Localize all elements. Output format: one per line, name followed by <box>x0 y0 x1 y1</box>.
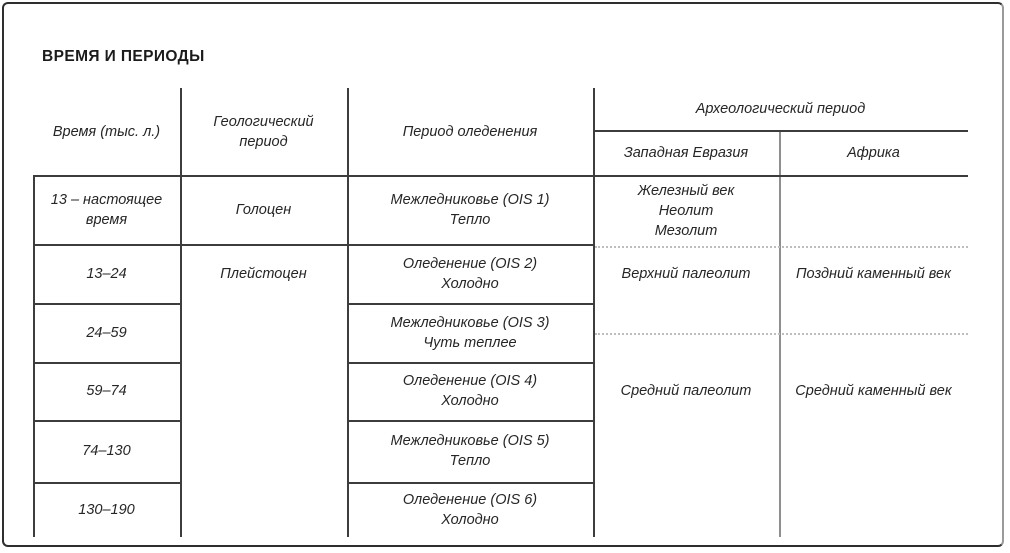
geological-cell-holocene: Голоцен <box>180 175 347 244</box>
time-value: 130–190 <box>78 501 135 518</box>
col-header-archaeological: Археологический период <box>593 88 968 130</box>
time-cell-row3: 24–59 <box>33 303 180 362</box>
time-cell-row5: 74–130 <box>33 420 180 482</box>
time-value: 13–24 <box>86 265 127 282</box>
row-rule-2-time <box>33 303 180 305</box>
arch-africa-middle-stone-age: Средний каменный век <box>795 383 952 399</box>
glaciation-phase: Оледенение (OIS 6) <box>402 491 538 508</box>
arch-subheader-rule <box>593 130 968 132</box>
glaciation-phase: Межледниковье (OIS 1) <box>390 191 550 208</box>
time-cell-row6: 130–190 <box>33 482 180 537</box>
table-rule-glac-arch <box>593 88 595 537</box>
time-cell-row4: 59–74 <box>33 362 180 420</box>
row-rule-3-glac <box>347 362 593 364</box>
arch-eurasia-middle-paleolithic: Средний палеолит <box>620 383 752 399</box>
table-rule-geo-glac <box>347 88 349 537</box>
glaciation-climate: Холодно <box>441 511 499 528</box>
glaciation-climate: Холодно <box>441 393 499 409</box>
col-header-west-eurasia-label: Западная Евразия <box>623 144 749 161</box>
arch-dotted-rule-1 <box>595 246 968 248</box>
geological-value: Голоцен <box>235 201 292 218</box>
time-cell-row1: 13 – настоящее время <box>33 175 180 244</box>
row-rule-1 <box>33 244 593 246</box>
glaciation-climate: Холодно <box>441 275 499 292</box>
col-header-africa: Африка <box>779 130 968 175</box>
header-bottom-rule <box>33 175 968 177</box>
glaciation-cell-ois5: Межледниковье (OIS 5) Тепло <box>347 420 593 482</box>
geological-value: Плейстоцен <box>220 265 307 282</box>
col-header-glaciation: Период оледенения <box>347 88 593 175</box>
glaciation-cell-ois1: Межледниковье (OIS 1) Тепло <box>347 175 593 244</box>
periods-table: Время (тыс. л.) Геологический период Пер… <box>33 88 968 537</box>
glaciation-cell-ois4: Оледенение (OIS 4) Холодно <box>347 362 593 420</box>
glaciation-cell-ois3: Межледниковье (OIS 3) Чуть теплее <box>347 303 593 362</box>
glaciation-climate: Чуть теплее <box>423 334 517 351</box>
arch-dotted-rule-2 <box>595 333 968 335</box>
col-header-west-eurasia: Западная Евразия <box>593 130 779 175</box>
row-rule-5-time <box>33 482 180 484</box>
time-value: 74–130 <box>82 443 131 459</box>
geological-cell-pleistocene: Плейстоцен <box>180 244 347 303</box>
col-header-archaeological-label: Археологический период <box>695 101 866 117</box>
time-value: 13 – настоящее время <box>50 191 163 228</box>
time-value: 24–59 <box>86 324 127 341</box>
arch-eurasia-upper-paleolithic-cell: Верхний палеолит <box>593 244 779 303</box>
table-rule-left <box>33 175 35 537</box>
col-header-geological-label: Геологический период <box>213 113 314 150</box>
arch-africa-later-stone-age: Поздний каменный век <box>796 265 951 282</box>
glaciation-climate: Тепло <box>449 211 491 228</box>
time-value: 59–74 <box>86 383 127 399</box>
col-header-time-label: Время (тыс. л.) <box>52 123 161 140</box>
col-header-glaciation-label: Период оледенения <box>402 123 538 140</box>
arch-eurasia-middle-paleolithic-cell: Средний палеолит <box>593 362 779 420</box>
row-rule-4-time <box>33 420 180 422</box>
arch-eurasia-neolithic: Неолит <box>658 202 714 219</box>
arch-eurasia-mesolithic: Мезолит <box>654 222 718 239</box>
col-header-africa-label: Африка <box>847 144 900 161</box>
col-header-time: Время (тыс. л.) <box>33 88 180 175</box>
glaciation-climate: Тепло <box>449 453 491 469</box>
row-rule-2-glac <box>347 303 593 305</box>
glaciation-phase: Оледенение (OIS 4) <box>402 373 538 389</box>
glaciation-cell-ois2: Оледенение (OIS 2) Холодно <box>347 244 593 303</box>
glaciation-phase: Межледниковье (OIS 3) <box>390 314 550 331</box>
col-header-geological: Геологический период <box>180 88 347 175</box>
row-rule-3-time <box>33 362 180 364</box>
table-rule-time-geo <box>180 88 182 537</box>
arch-eurasia-recent-cell: Железный век Неолит Мезолит <box>593 175 779 246</box>
arch-africa-later-stone-age-cell: Поздний каменный век <box>779 244 968 303</box>
row-rule-5-glac <box>347 482 593 484</box>
arch-eurasia-iron-age: Железный век <box>637 182 735 199</box>
row-rule-4-glac <box>347 420 593 422</box>
glaciation-phase: Оледенение (OIS 2) <box>402 255 538 272</box>
glaciation-phase: Межледниковье (OIS 5) <box>390 433 550 449</box>
arch-africa-middle-stone-age-cell: Средний каменный век <box>779 362 968 420</box>
time-cell-row2: 13–24 <box>33 244 180 303</box>
figure-title: ВРЕМЯ И ПЕРИОДЫ <box>42 48 205 65</box>
arch-eurasia-upper-paleolithic: Верхний палеолит <box>621 265 751 282</box>
glaciation-cell-ois6: Оледенение (OIS 6) Холодно <box>347 482 593 537</box>
